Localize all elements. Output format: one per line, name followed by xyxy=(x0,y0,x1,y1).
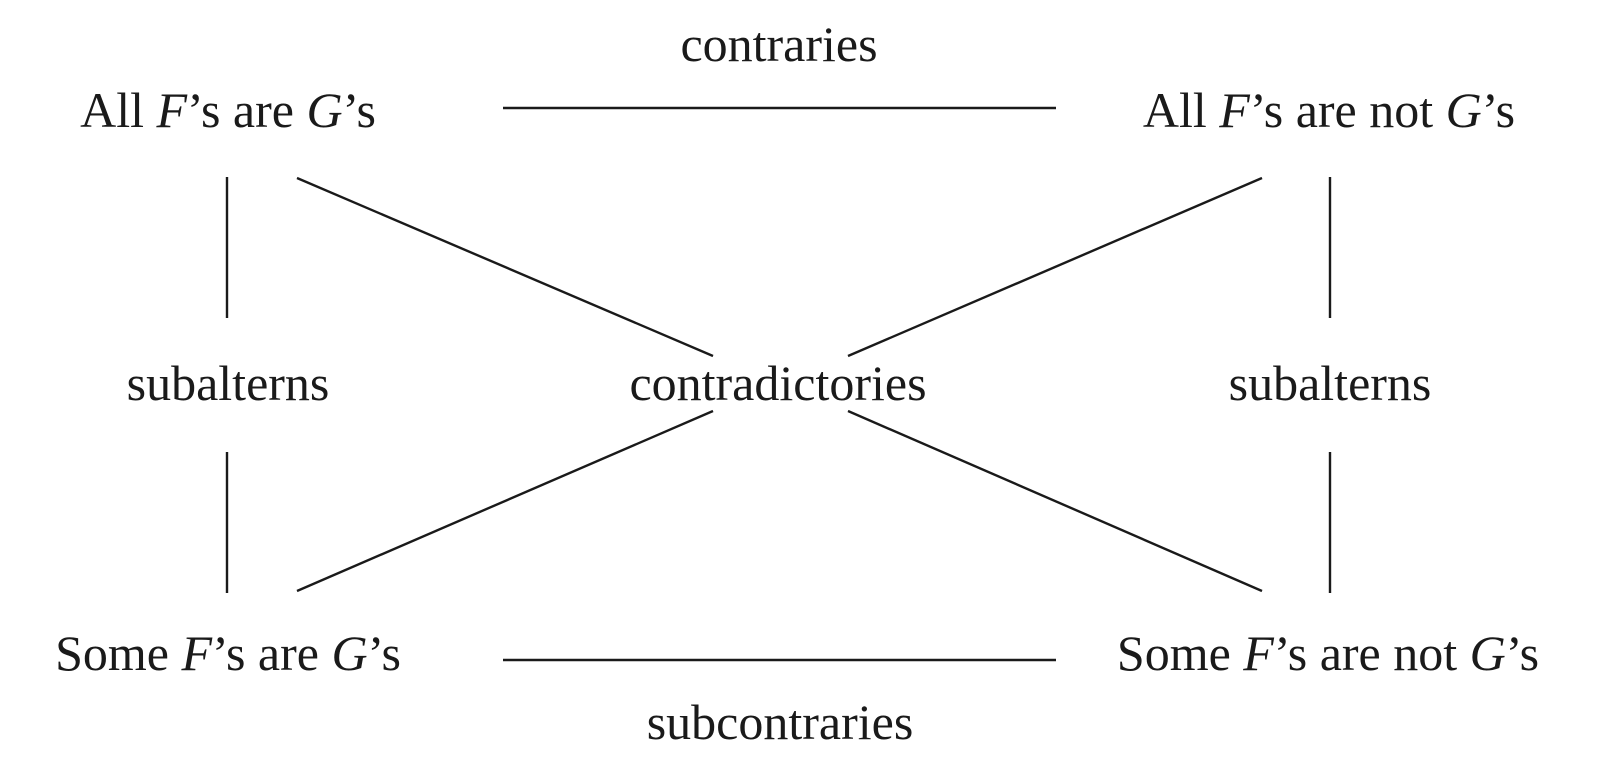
proposition-bottom-right: Some F’s are not G’s xyxy=(1117,628,1539,678)
suffix: ’s xyxy=(342,82,376,138)
predicate-variable: G xyxy=(331,625,368,681)
subject-variable: F xyxy=(181,625,213,681)
predicate-variable: G xyxy=(1445,82,1482,138)
contradictories-label: contradictories xyxy=(629,355,927,411)
quantifier: Some xyxy=(55,625,169,681)
subject-variable: F xyxy=(156,82,188,138)
contraries-label: contraries xyxy=(680,16,878,72)
suffix: ’s xyxy=(1481,82,1516,138)
subalterns-right-label: subalterns xyxy=(1228,355,1432,411)
diagonal-bottom-right-line xyxy=(847,409,1263,593)
subalterns-left-label: subalterns xyxy=(126,355,330,411)
diagonal-top-left-line xyxy=(296,176,714,358)
copula: ’s are xyxy=(187,82,294,138)
predicate-variable: G xyxy=(306,82,343,138)
copula: ’s are not xyxy=(1249,82,1434,138)
proposition-top-left: All F’s are G’s xyxy=(80,85,376,135)
proposition-bottom-left: Some F’s are G’s xyxy=(55,628,401,678)
diagonal-bottom-left-line xyxy=(296,409,714,593)
copula: ’s are xyxy=(212,625,319,681)
suffix: ’s xyxy=(1505,625,1540,681)
quantifier: All xyxy=(1142,82,1207,138)
subject-variable: F xyxy=(1219,82,1250,138)
copula: ’s are not xyxy=(1273,625,1458,681)
subcontraries-label: subcontraries xyxy=(646,694,914,750)
suffix: ’s xyxy=(367,625,401,681)
subject-variable: F xyxy=(1243,625,1274,681)
diagonal-top-right-line xyxy=(847,176,1263,358)
quantifier: Some xyxy=(1116,625,1231,681)
proposition-top-right: All F’s are not G’s xyxy=(1143,85,1515,135)
predicate-variable: G xyxy=(1469,625,1506,681)
quantifier: All xyxy=(80,82,144,138)
